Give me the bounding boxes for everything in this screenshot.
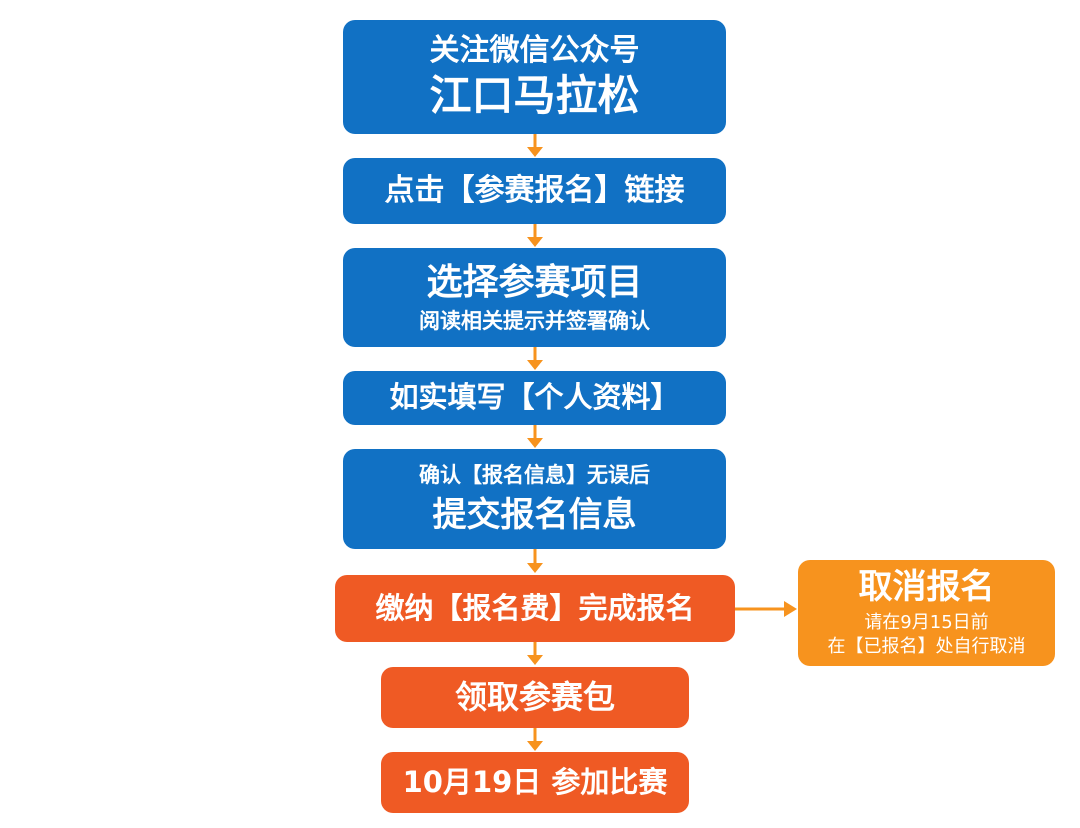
arrow-right-icon: [784, 601, 797, 617]
arrow-down-icon: [527, 655, 543, 665]
step-select-event: 选择参赛项目 阅读相关提示并签署确认: [343, 248, 726, 347]
arrow-down-icon: [527, 438, 543, 448]
step-line: 缴纳【报名费】完成报名: [375, 590, 695, 625]
step-fill-profile: 如实填写【个人资料】: [343, 371, 726, 425]
step-line: 如实填写【个人资料】: [389, 380, 680, 415]
step-line: 领取参赛包: [454, 678, 615, 717]
arrow-down-icon: [527, 147, 543, 157]
step-line: 提交报名信息: [432, 494, 637, 535]
step-submit-info: 确认【报名信息】无误后 提交报名信息: [343, 449, 726, 549]
step-line: 选择参赛项目: [426, 261, 643, 303]
step-line: 10月19日 参加比赛: [402, 764, 668, 799]
cancel-title: 取消报名: [858, 567, 995, 608]
cancel-note: 请在9月15日前: [864, 612, 989, 634]
step-line: 江口马拉松: [429, 71, 640, 121]
arrow-down-icon: [527, 360, 543, 370]
arrow-down-icon: [527, 741, 543, 751]
arrow-down-icon: [527, 563, 543, 573]
step-follow-account: 关注微信公众号 江口马拉松: [343, 20, 726, 134]
step-click-link: 点击【参赛报名】链接: [343, 158, 726, 224]
step-line: 确认【报名信息】无误后: [419, 463, 650, 488]
step-line: 点击【参赛报名】链接: [384, 172, 685, 208]
arrow-down-icon: [527, 237, 543, 247]
step-race-day: 10月19日 参加比赛: [381, 752, 689, 813]
cancel-registration-box: 取消报名 请在9月15日前 在【已报名】处自行取消: [798, 560, 1055, 666]
cancel-note: 在【已报名】处自行取消: [827, 636, 1026, 658]
step-line: 关注微信公众号: [429, 32, 640, 68]
step-line: 阅读相关提示并签署确认: [419, 309, 650, 334]
step-pay-fee: 缴纳【报名费】完成报名: [335, 575, 735, 642]
step-collect-pack: 领取参赛包: [381, 667, 689, 728]
